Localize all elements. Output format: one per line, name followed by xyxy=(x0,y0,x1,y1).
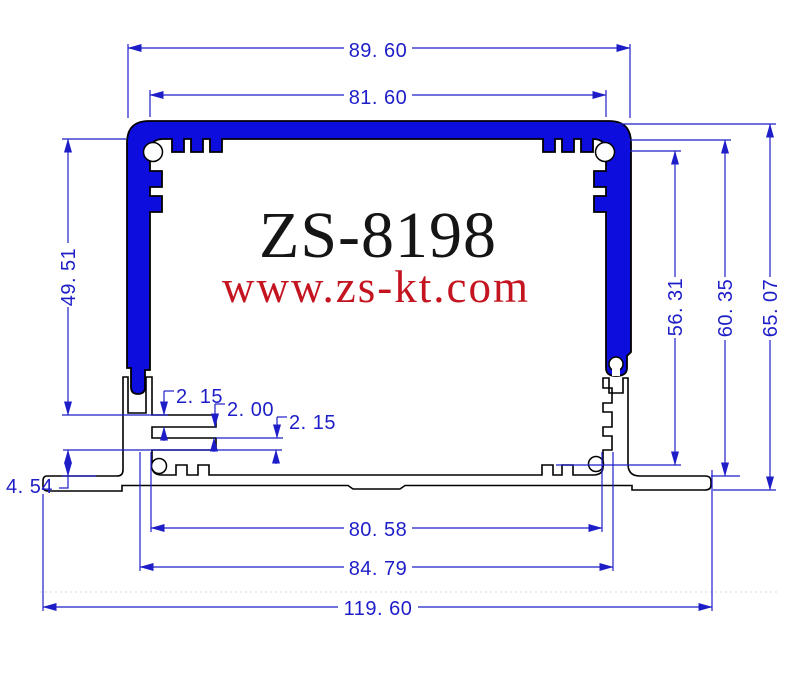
right-corner-screw-boss xyxy=(594,141,616,163)
dim-rail-thickness-upper-label: 2. 15 xyxy=(176,386,223,408)
dim-bottom-inner-width-label: 80. 58 xyxy=(349,519,408,541)
dim-top-inner-width-label: 81. 60 xyxy=(349,87,408,109)
dimension-lines xyxy=(42,44,776,611)
dim-bottom-outer-width-label: 119. 60 xyxy=(344,598,413,620)
dim-bottom-mid-width-label: 84. 79 xyxy=(349,558,408,580)
dim-right-inner-height-label: 56. 31 xyxy=(665,278,687,337)
dim-right-mid-height-label: 60. 35 xyxy=(715,279,737,338)
left-screw-channel xyxy=(150,457,168,475)
base-profile-outline xyxy=(42,376,712,492)
dim-right-outer-height-label: 65. 07 xyxy=(760,279,782,338)
right-leg-boss-opening xyxy=(612,368,620,376)
dim-left-height-label: 49. 51 xyxy=(58,248,80,307)
website-text: www.zs-kt.com xyxy=(222,262,530,312)
dim-flange-step-label: 4. 54 xyxy=(6,476,53,498)
left-corner-screw-boss xyxy=(142,141,164,163)
dimension-labels: 89. 60 81. 60 49. 51 2. 15 2. 00 2. 15 4… xyxy=(6,40,782,620)
dim-rail-thickness-lower-label: 2. 15 xyxy=(289,412,336,434)
right-screw-channel xyxy=(587,455,605,473)
dim-top-outer-width-label: 89. 60 xyxy=(349,40,408,62)
dim-rail-gap-label: 2. 00 xyxy=(227,399,274,421)
model-number-text: ZS-8198 xyxy=(259,199,497,272)
cover-profile xyxy=(126,120,632,395)
